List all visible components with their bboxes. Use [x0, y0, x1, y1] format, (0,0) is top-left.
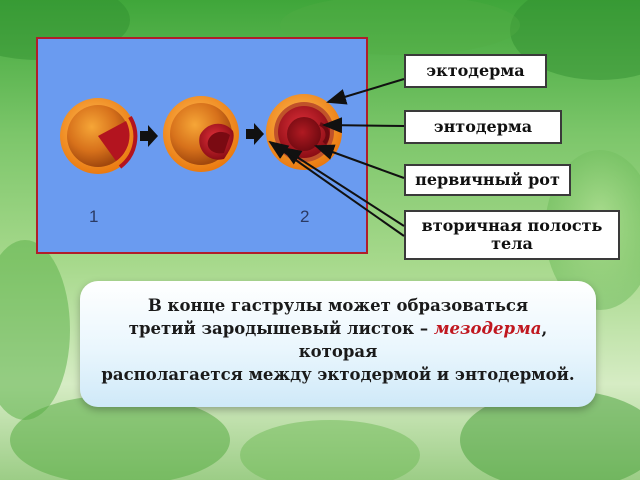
note-line-2-comma: , [541, 319, 548, 338]
label-endoderm: энтодерма [404, 110, 562, 144]
note-line-4: располагается между эктодермой и энтодер… [101, 365, 575, 384]
label-primary-mouth: первичный рот [404, 164, 571, 196]
label-ectoderm: эктодерма [404, 54, 547, 88]
embryo-stage-gastrula [266, 94, 342, 170]
note-line-2: третий зародышевый листок – мезодерма, [92, 317, 584, 340]
stage-arrow-1 [140, 125, 158, 147]
stage-arrow-2 [246, 123, 264, 145]
label-secondary-body-cavity: вторичная полость тела [404, 210, 620, 260]
label-secondary-body-cavity-line2: тела [491, 234, 533, 253]
diagram-panel: 1 2 [36, 37, 368, 254]
embryo-stage-1 [60, 98, 138, 174]
note-box: В конце гаструлы может образоваться трет… [80, 281, 596, 407]
stage-label-2: 2 [300, 207, 310, 226]
note-term-mesoderm: мезодерма [433, 319, 542, 338]
label-secondary-body-cavity-line1: вторичная полость [421, 216, 603, 235]
note-line-1: В конце гаструлы может образоваться [147, 296, 529, 315]
gastrula-diagram [60, 94, 342, 174]
stage-label-1: 1 [89, 207, 99, 226]
embryo-stage-invagination [163, 96, 239, 172]
note-line-2-text: третий зародышевый листок – [128, 319, 434, 338]
note-line-3: которая [298, 342, 378, 361]
